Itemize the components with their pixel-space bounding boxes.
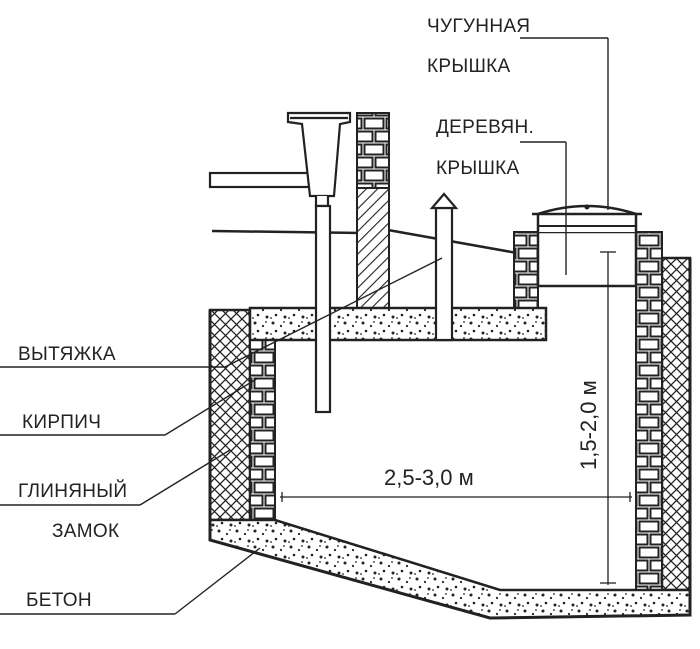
vent-pipe	[429, 192, 459, 342]
concrete-slab	[248, 306, 548, 342]
brick-label: КИРПИЧ	[22, 412, 101, 433]
leader-lines	[0, 37, 609, 615]
cast-iron-cover-label-line2: КРЫШКА	[427, 56, 511, 77]
clay-lock	[208, 256, 692, 592]
dimension-lines	[280, 251, 632, 585]
brick-walls	[249, 112, 663, 591]
manhole	[532, 204, 642, 288]
wooden-cover-label-line2: КРЫШКА	[436, 158, 520, 179]
pit-outline	[208, 258, 692, 620]
cast-iron-cover-label-line1: ЧУГУННАЯ	[427, 16, 530, 37]
concrete-label: БЕТОН	[26, 590, 92, 611]
wooden-cover-label-line1: ДЕРЕВЯН.	[436, 117, 534, 138]
vent-label: ВЫТЯЖКА	[18, 344, 116, 365]
clay-lock-label-line1: ГЛИНЯНЫЙ	[18, 480, 127, 502]
depth-dimension-label: 1,5-2,0 м	[576, 380, 601, 470]
inlet-pipe	[208, 111, 352, 414]
clay-lock-label-line2: ЗАМОК	[52, 521, 119, 542]
concrete-bottom	[208, 518, 692, 620]
width-dimension-label: 2,5-3,0 м	[384, 465, 474, 490]
